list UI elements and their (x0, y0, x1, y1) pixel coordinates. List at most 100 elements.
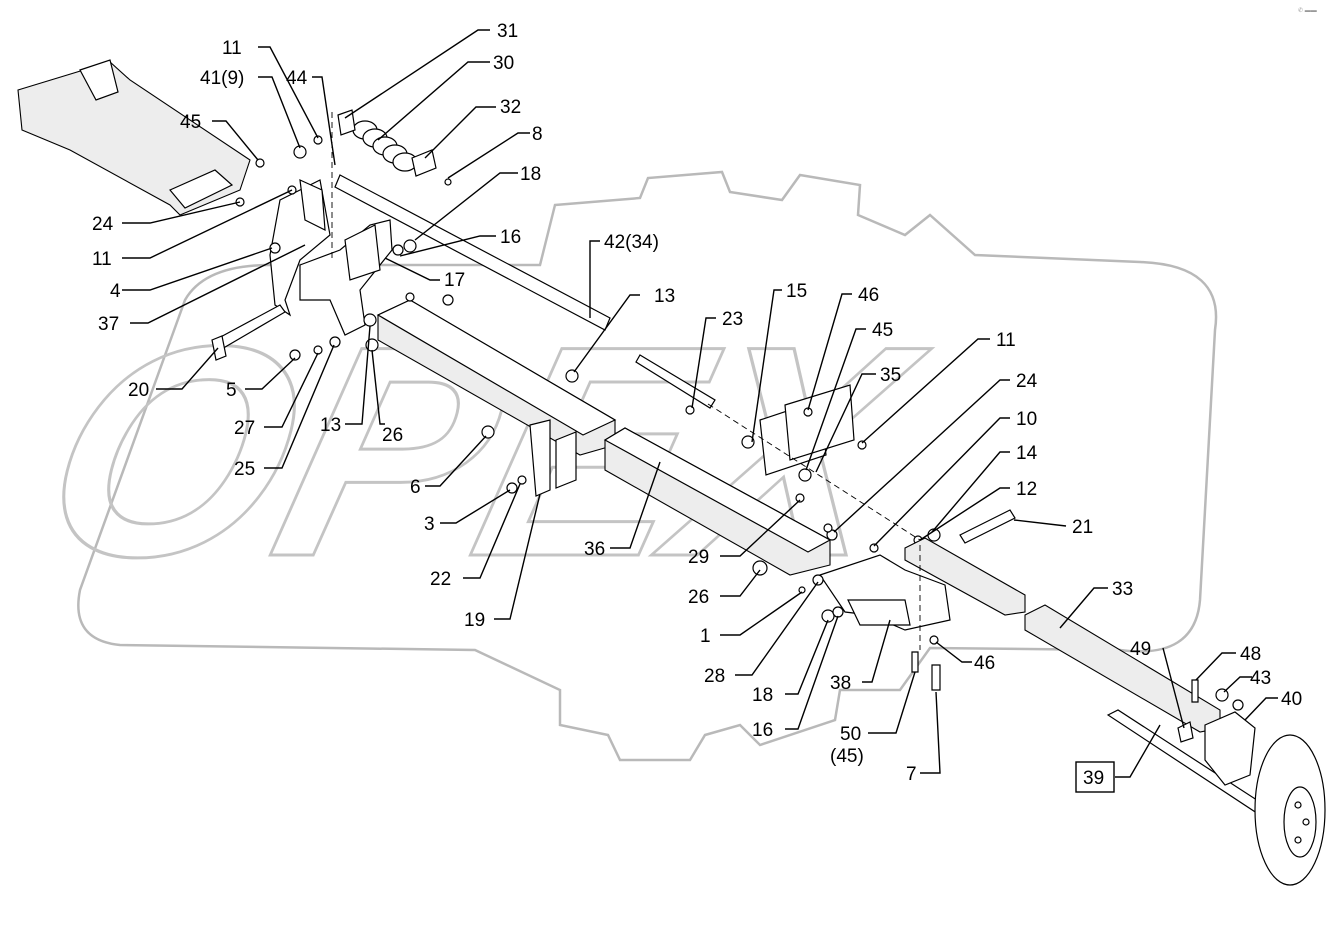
callout-10: 10 (1016, 409, 1037, 430)
callout-8: 8 (532, 124, 543, 145)
callout-labels: 31 30 32 8 18 16 17 11 41(9) 44 45 24 11… (92, 21, 1302, 793)
tractor-frame-side (169, 169, 234, 209)
callout-39: 39 (1083, 768, 1104, 789)
clamp-bolt (741, 435, 755, 449)
washer-10 (869, 543, 879, 553)
ring-18a (403, 239, 417, 253)
support-bracket-19-side (555, 431, 577, 489)
nut-13b (565, 369, 579, 383)
washer-27 (313, 345, 323, 355)
callout-28: 28 (704, 666, 725, 687)
clamp-plate-35 (784, 384, 855, 461)
callout-38: 38 (830, 673, 851, 694)
bolt-45a (255, 158, 265, 168)
callout-23: 23 (722, 309, 743, 330)
callout-44: 44 (286, 68, 308, 89)
callout-30: 30 (493, 53, 514, 74)
callout-37: 37 (98, 314, 119, 335)
callout-46: 46 (974, 653, 995, 674)
spring-plate-31 (337, 109, 356, 136)
callout-41-9: 41(9) (200, 68, 244, 89)
callout-16: 16 (500, 227, 521, 248)
bolt-50 (911, 651, 919, 673)
bolt-7 (931, 664, 941, 691)
rod-23 (635, 354, 716, 409)
callout-50-sub: (45) (830, 746, 864, 767)
callout-22: 22 (430, 569, 451, 590)
nut-43 (1232, 699, 1244, 711)
callout-24: 24 (92, 214, 114, 235)
hub-bracket-38 (819, 554, 951, 631)
bracket-41 (293, 145, 307, 159)
callout-13: 13 (654, 286, 675, 307)
callout-46: 46 (858, 285, 879, 306)
callout-32: 32 (500, 97, 521, 118)
wheel-bolt (1302, 818, 1310, 826)
callout-1: 1 (700, 626, 711, 647)
callout-25: 25 (234, 459, 255, 480)
callout-7: 7 (906, 764, 917, 785)
wheel-hub (1283, 786, 1317, 858)
callout-13: 13 (320, 415, 341, 436)
leader-lines (122, 29, 1278, 778)
bolt-6 (481, 425, 495, 439)
callout-20: 20 (128, 380, 149, 401)
callout-45: 45 (872, 320, 893, 341)
pin-21 (959, 509, 1016, 544)
watermark-gear-outline (77, 170, 1218, 762)
ring-16b (832, 606, 844, 618)
main-beam-upper-top (376, 299, 617, 436)
nut-24b-small (823, 523, 833, 533)
callout-29: 29 (688, 547, 709, 568)
bolt-1 (798, 586, 806, 594)
nut-45b (798, 468, 812, 482)
nut-11c (857, 440, 867, 450)
callout-18: 18 (520, 164, 541, 185)
callout-40: 40 (1281, 689, 1302, 710)
pin-20-head (211, 335, 227, 361)
pin-49 (1177, 721, 1194, 743)
support-bracket-19 (529, 419, 551, 497)
bolt-5 (289, 349, 301, 361)
ring-16a (392, 244, 404, 256)
clamp-40 (1204, 711, 1256, 786)
callout-49: 49 (1130, 639, 1151, 660)
callout-24: 24 (1016, 371, 1038, 392)
washer-22 (517, 475, 527, 485)
callout-18: 18 (752, 685, 773, 706)
bushing-26b (752, 560, 768, 576)
wheel-bolt (1294, 836, 1302, 844)
callout-43: 43 (1250, 668, 1271, 689)
ring-18b (821, 609, 835, 623)
assembly-axis-2 (707, 403, 921, 541)
callout-5: 5 (226, 380, 237, 401)
callout-3: 3 (424, 514, 435, 535)
callout-42-34: 42(34) (604, 232, 659, 253)
bushing-28 (812, 574, 824, 586)
washer-25 (329, 336, 341, 348)
callout-6: 6 (410, 477, 421, 498)
callout-35: 35 (880, 365, 901, 386)
hub-bracket-arm (847, 599, 911, 626)
callout-48: 48 (1240, 644, 1261, 665)
callout-50: 50 (840, 724, 861, 745)
callout-36: 36 (584, 539, 605, 560)
callout-26: 26 (688, 587, 709, 608)
callout-19: 19 (464, 610, 485, 631)
callout-31: 31 (497, 21, 518, 42)
spring-plate-32 (411, 149, 437, 177)
tractor-frame-bracket (79, 59, 119, 101)
callout-21: 21 (1072, 517, 1093, 538)
parts-drawing (17, 59, 1326, 886)
pin-48 (1191, 679, 1199, 703)
callout-15: 15 (786, 281, 807, 302)
spring-30 (352, 120, 418, 172)
callout-14: 14 (1016, 443, 1038, 464)
callout-26: 26 (382, 425, 403, 446)
callout-16: 16 (752, 720, 773, 741)
callout-33: 33 (1112, 579, 1133, 600)
callout-12: 12 (1016, 479, 1037, 500)
callout-39-box (1075, 761, 1115, 793)
nut-11a (313, 135, 323, 145)
callout-27: 27 (234, 418, 255, 439)
